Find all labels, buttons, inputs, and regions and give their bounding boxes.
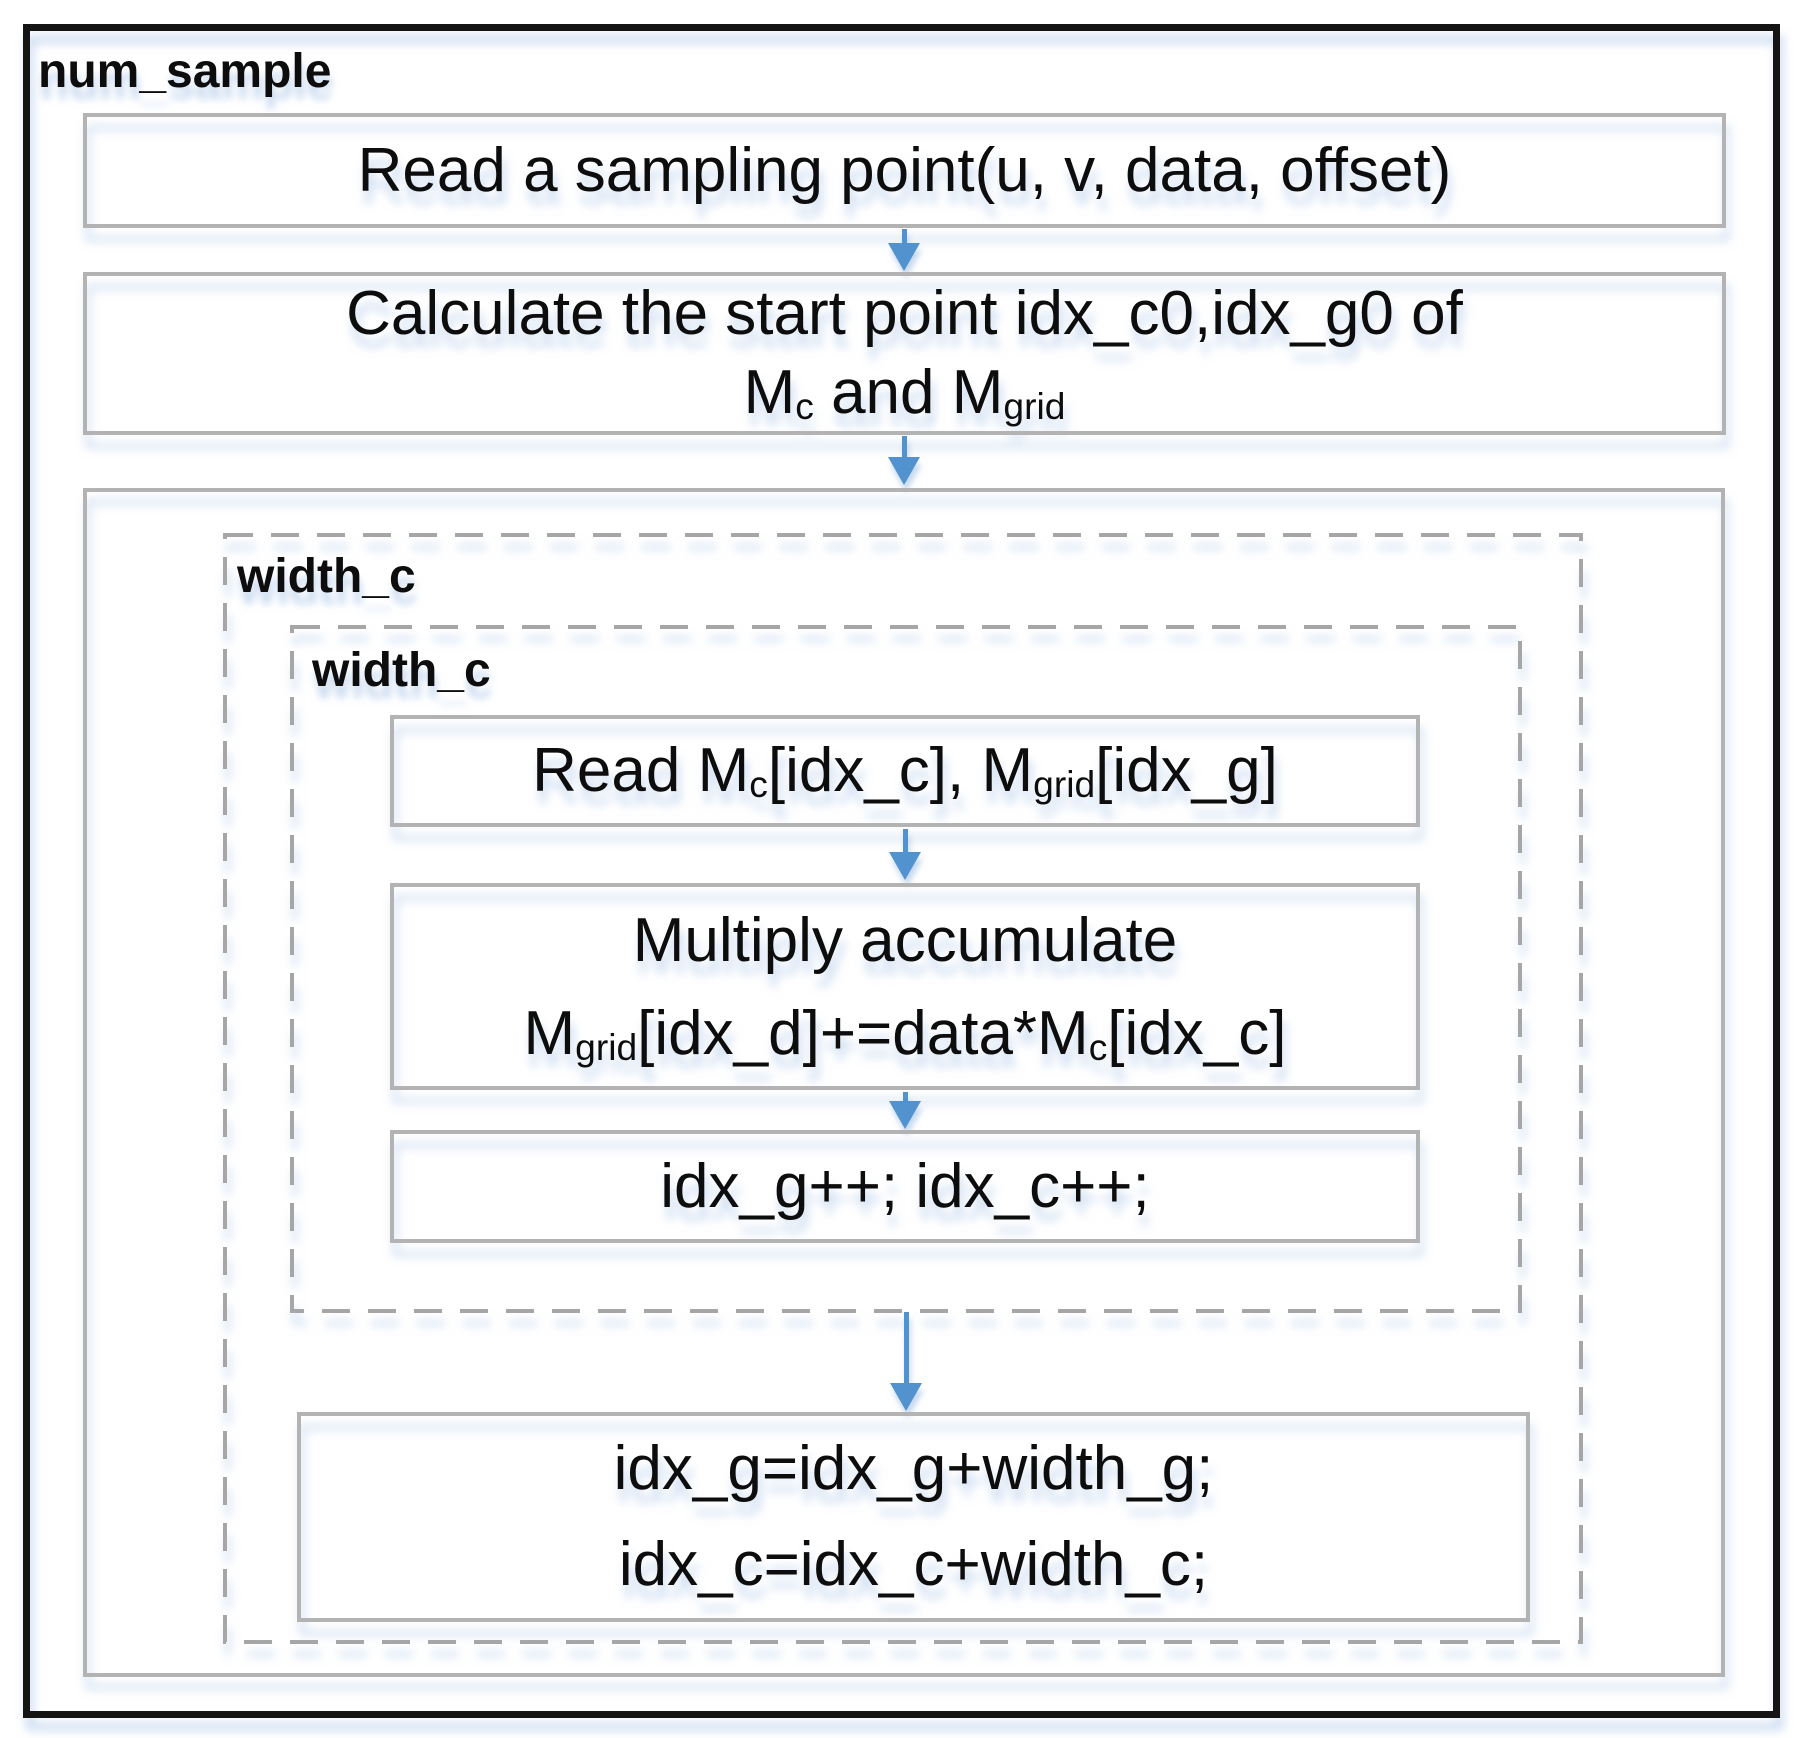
width-c-inner-loop-label: width_c — [312, 644, 491, 697]
arrow-down-icon — [885, 829, 925, 880]
arrow-head — [889, 852, 921, 880]
step-read-matrices-text: Read Mc[idx_c], Mgrid[idx_g] — [532, 736, 1278, 806]
width-c-inner-loop-frame — [290, 625, 1522, 1313]
step-calculate-start-point-line1: Calculate the start point idx_c0,idx_g0 … — [346, 279, 1463, 349]
arrow-down-icon — [884, 436, 924, 485]
arrow-shaft — [901, 436, 907, 457]
step-calculate-start-point-box: Calculate the start point idx_c0,idx_g0 … — [83, 272, 1726, 435]
step-multiply-accumulate-box: Multiply accumulate Mgrid[idx_d]+=data*M… — [390, 883, 1420, 1090]
num-sample-loop-frame — [23, 24, 1780, 1718]
arrow-shaft — [901, 229, 907, 243]
step-multiply-accumulate-line2: Mgrid[idx_d]+=data*Mc[idx_c] — [523, 998, 1287, 1068]
arrow-head — [888, 243, 920, 271]
step-advance-indices-box: idx_g=idx_g+width_g; idx_c=idx_c+width_c… — [297, 1412, 1530, 1622]
loop-body-frame — [83, 488, 1725, 1677]
step-read-matrices-box: Read Mc[idx_c], Mgrid[idx_g] — [390, 715, 1420, 827]
step-advance-indices-line2: idx_c=idx_c+width_c; — [618, 1530, 1209, 1599]
step-increment-indices-box: idx_g++; idx_c++; — [390, 1130, 1420, 1243]
arrow-head — [890, 1383, 922, 1411]
step-increment-indices-text: idx_g++; idx_c++; — [660, 1151, 1150, 1221]
arrow-shaft — [902, 1092, 908, 1101]
arrow-shaft — [903, 1312, 909, 1383]
step-advance-indices-line1: idx_g=idx_g+width_g; — [613, 1433, 1214, 1503]
arrow-down-icon — [884, 229, 924, 271]
width-c-outer-loop-label: width_c — [237, 550, 416, 603]
arrow-head — [889, 1101, 921, 1129]
arrow-down-icon — [885, 1092, 925, 1129]
step-read-sampling-point-text: Read a sampling point(u, v, data, offset… — [357, 135, 1452, 205]
width-c-outer-loop-frame — [223, 533, 1583, 1644]
step-multiply-accumulate-line1: Multiply accumulate — [632, 905, 1178, 975]
step-calculate-start-point-line2: Mc and Mgrid — [743, 357, 1066, 427]
step-read-sampling-point-box: Read a sampling point(u, v, data, offset… — [83, 113, 1726, 228]
arrow-shaft — [902, 829, 908, 852]
arrow-down-icon — [886, 1312, 926, 1411]
num-sample-loop-label: num_sample — [38, 45, 332, 98]
arrow-head — [888, 457, 920, 485]
